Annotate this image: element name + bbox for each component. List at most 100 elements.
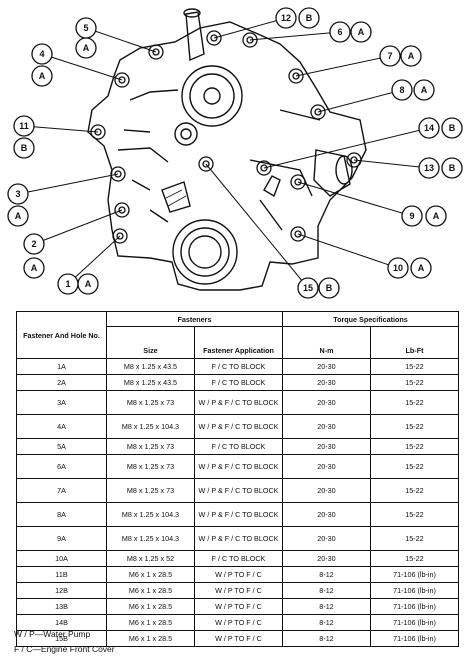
callout-label: 14 [424,123,434,133]
cell-app: W / P & F / C TO BLOCK [194,478,283,503]
cell-app: W / P & F / C TO BLOCK [194,502,283,527]
callout-label: A [15,211,22,221]
cell-lbft: 71-106 (lb-in) [370,582,459,599]
callout-label: A [418,263,425,273]
cell-app: W / P TO F / C [194,630,283,647]
leader-line [249,31,341,41]
cell-nm: 20-30 [282,414,371,439]
callout-label: 3 [15,189,20,199]
cell-hole: 4A [16,414,107,439]
cell-app: F / C TO BLOCK [194,374,283,391]
callout-label: B [21,143,28,153]
cell-lbft: 15-22 [370,454,459,479]
cell-size: M6 x 1 x 28.5 [106,630,195,647]
leader-line [205,163,309,289]
cell-lbft: 15-22 [370,414,459,439]
cell-size: M8 x 1.25 x 104.3 [106,526,195,551]
bolt-hole [112,228,128,244]
cell-hole: 2A [16,374,107,391]
bolt-hole [290,174,306,190]
bolt-hole [256,160,272,176]
callout-label: 6 [337,27,342,37]
cell-nm: 20-30 [282,358,371,375]
cell-app: W / P TO F / C [194,614,283,631]
cell-hole: 8A [16,502,107,527]
cell-hole: 5A [16,438,107,455]
bolt-hole [206,30,222,46]
leader-lines [17,17,430,289]
callout-label: A [358,27,365,37]
callout-label: 8 [399,85,404,95]
cell-hole: 10A [16,550,107,567]
bolt-hole [148,44,164,60]
cell-size: M6 x 1 x 28.5 [106,598,195,615]
cell-nm: 20-30 [282,502,371,527]
callout-label: 15 [303,283,313,293]
cell-size: M6 x 1 x 28.5 [106,614,195,631]
cell-lbft: 71-106 (lb-in) [370,630,459,647]
cell-size: M8 x 1.25 x 73 [106,478,195,503]
cell-hole: 13B [16,598,107,615]
leader-line [213,17,287,39]
callout-label: 5 [83,23,88,33]
cell-lbft: 15-22 [370,390,459,415]
callout-number: 6 [329,21,351,43]
cell-lbft: 15-22 [370,374,459,391]
fastener-torque-table: Fastener And Hole No. Fasteners Torque S… [16,311,459,647]
bolt-hole [198,156,214,172]
leader-line [297,233,399,269]
cell-lbft: 15-22 [370,358,459,375]
leader-line [263,127,430,169]
callout-label: B [306,13,313,23]
header-hole: Fastener And Hole No. [16,311,107,359]
callout-letter: A [350,21,372,43]
cell-hole: 1A [16,358,107,375]
cell-size: M8 x 1.25 x 73 [106,390,195,415]
callout-letter: A [410,257,432,279]
cell-nm: 8-12 [282,614,371,631]
cell-app: W / P & F / C TO BLOCK [194,414,283,439]
callout-label: B [326,283,333,293]
cell-app: W / P & F / C TO BLOCK [194,390,283,415]
water-pump-hub [181,65,243,127]
cell-size: M8 x 1.25 x 104.3 [106,414,195,439]
callout-number: 14 [418,117,440,139]
leader-line [41,53,123,81]
callout-letter: A [75,37,97,59]
cell-app: W / P TO F / C [194,566,283,583]
callout-number: 9 [401,205,423,227]
callout-number: 1 [57,273,79,295]
leader-line [33,209,123,245]
callout-label: 9 [409,211,414,221]
cell-nm: 8-12 [282,630,371,647]
cell-size: M8 x 1.25 x 73 [106,438,195,455]
leader-line [295,55,391,77]
callout-label: A [31,263,38,273]
crankshaft-seal [172,219,238,285]
callout-label: B [449,123,456,133]
bolt-hole [114,202,130,218]
cell-app: F / C TO BLOCK [194,550,283,567]
bolt-hole [110,166,126,182]
cell-lbft: 71-106 (lb-in) [370,598,459,615]
callout-label: 10 [393,263,403,273]
table-group-header-row: Fastener And Hole No. Fasteners Torque S… [16,311,459,359]
cell-nm: 20-30 [282,526,371,551]
cell-lbft: 15-22 [370,478,459,503]
cell-nm: 8-12 [282,566,371,583]
cell-lbft: 15-22 [370,438,459,455]
cell-hole: 9A [16,526,107,551]
header-fasteners: Fasteners [106,311,283,327]
cell-app: W / P TO F / C [194,598,283,615]
callout-number: 8 [391,79,413,101]
header-size: Size [106,326,195,359]
callout-label: 12 [281,13,291,23]
cell-app: W / P & F / C TO BLOCK [194,454,283,479]
